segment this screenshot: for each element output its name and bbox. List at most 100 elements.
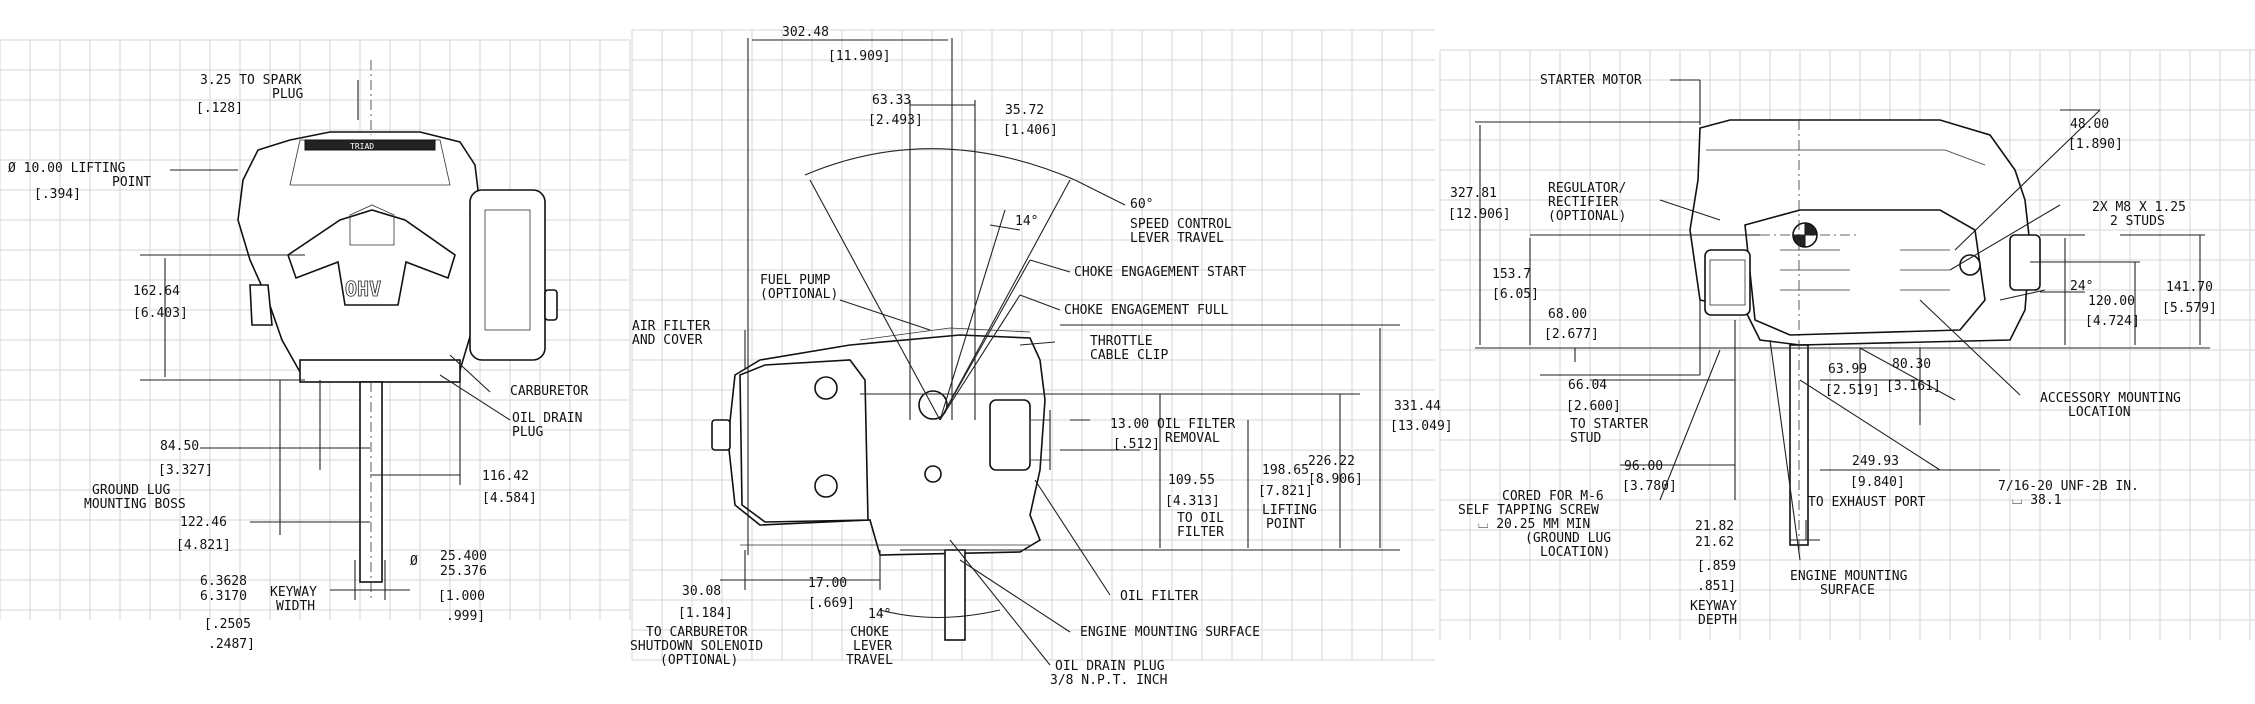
dim-63: 63.99 bbox=[1828, 362, 1867, 377]
throttle-clip-label-2: CABLE CLIP bbox=[1090, 348, 1168, 363]
rear-view: STARTER MOTOR 48.00 [1.890] 327.81 [12.9… bbox=[1448, 73, 2217, 628]
cored-label-3: ⌴ 20.25 MM MIN bbox=[1478, 517, 1590, 532]
dim-122-inch: [4.821] bbox=[176, 538, 231, 553]
dim-48-inch: [1.890] bbox=[2068, 137, 2123, 152]
dim-66: 66.04 bbox=[1568, 378, 1607, 393]
dim-63-inch: [2.493] bbox=[868, 113, 923, 128]
dim-116-inch: [4.584] bbox=[482, 491, 537, 506]
shaft-dia-symbol: Ø bbox=[410, 554, 418, 569]
shaft-dia-min: 25.376 bbox=[440, 564, 487, 579]
air-filter-housing bbox=[469, 189, 546, 361]
dim-109-label-2: FILTER bbox=[1177, 525, 1224, 540]
dim-331: 331.44 bbox=[1394, 399, 1441, 414]
valve-cover bbox=[287, 209, 456, 306]
dim-17-inch: [.669] bbox=[808, 596, 855, 611]
choke-lever-label-2: LEVER bbox=[853, 639, 892, 654]
choke-full-label: CHOKE ENGAGEMENT FULL bbox=[1064, 303, 1229, 318]
side-view: 302.48 [11.909] 63.33 [2.493] 35.72 [1.4… bbox=[630, 25, 1453, 688]
dim-80: 80.30 bbox=[1892, 357, 1931, 372]
dim-30: 30.08 bbox=[682, 584, 721, 599]
thread-label: 7/16-20 UNF-2B IN. bbox=[1998, 479, 2139, 494]
dim-80-inch: [3.161] bbox=[1886, 379, 1941, 394]
air-filter-label: AIR FILTER bbox=[632, 319, 710, 334]
dim-35-inch: [1.406] bbox=[1003, 123, 1058, 138]
dim-120: 120.00 bbox=[2088, 294, 2135, 309]
dim-109-inch: [4.313] bbox=[1165, 494, 1220, 509]
ohv-logo: OHV bbox=[345, 277, 381, 301]
dim-327-inch: [12.906] bbox=[1448, 207, 1511, 222]
oil-filter-removal: 13.00 OIL FILTER bbox=[1110, 417, 1235, 432]
oil-drain-plug-label: OIL DRAIN PLUG bbox=[1055, 659, 1165, 674]
keyway-label: KEYWAY bbox=[270, 585, 317, 600]
studs-label: 2X M8 X 1.25 bbox=[2092, 200, 2186, 215]
cored-label-4: (GROUND LUG bbox=[1525, 531, 1611, 546]
choke-lever-label-3: TRAVEL bbox=[846, 653, 893, 668]
oil-drain-label: OIL DRAIN bbox=[512, 411, 582, 426]
dim-109-label: TO OIL bbox=[1177, 511, 1224, 526]
cored-label-2: SELF TAPPING SCREW bbox=[1458, 503, 1599, 518]
dim-96-inch: [3.780] bbox=[1622, 479, 1677, 494]
choke-start-label: CHOKE ENGAGEMENT START bbox=[1074, 265, 1246, 280]
shaft-dia-max: 25.400 bbox=[440, 549, 487, 564]
dim-120-inch: [4.724] bbox=[2085, 314, 2140, 329]
height-162-dim: 162.64 bbox=[133, 284, 180, 299]
starter-motor bbox=[1704, 249, 1751, 316]
to-carb-label-2: SHUTDOWN SOLENOID bbox=[630, 639, 763, 654]
dim-327: 327.81 bbox=[1450, 186, 1497, 201]
dim-116: 116.42 bbox=[482, 469, 529, 484]
starter-motor-label: STARTER MOTOR bbox=[1540, 73, 1642, 88]
to-carb-label: TO CARBURETOR bbox=[646, 625, 748, 640]
oil-filter bbox=[989, 399, 1031, 471]
throttle-clip-label: THROTTLE bbox=[1090, 334, 1153, 349]
brand-badge bbox=[304, 139, 436, 151]
dim-302-inch: [11.909] bbox=[828, 49, 891, 64]
engine-mounting-rear-label: ENGINE MOUNTING bbox=[1790, 569, 1908, 584]
oil-filter-label: OIL FILTER bbox=[1120, 589, 1198, 604]
speed-control-label-2: LEVER TRAVEL bbox=[1130, 231, 1224, 246]
dim-48: 48.00 bbox=[2070, 117, 2109, 132]
speed-control-arc bbox=[804, 148, 1076, 181]
dim-141: 141.70 bbox=[2166, 280, 2213, 295]
dim-109: 109.55 bbox=[1168, 473, 1215, 488]
keyway-depth-min: 21.62 bbox=[1695, 535, 1734, 550]
keyway-depth-inch-max: [.859 bbox=[1697, 559, 1736, 574]
keyway-depth-label-2: DEPTH bbox=[1698, 613, 1737, 628]
dim-68-inch: [2.677] bbox=[1544, 327, 1599, 342]
dim-249-inch: [9.840] bbox=[1850, 475, 1905, 490]
dim-96: 96.00 bbox=[1624, 459, 1663, 474]
dim-302: 302.48 bbox=[782, 25, 829, 40]
crankshaft-side bbox=[944, 549, 966, 641]
dim-63-inch: [2.519] bbox=[1825, 383, 1880, 398]
lifting-point-label: POINT bbox=[112, 175, 151, 190]
keyway-label-2: WIDTH bbox=[276, 599, 315, 614]
lifting-point-dim: Ø 10.00 LIFTING bbox=[8, 161, 126, 176]
dim-84-inch: [3.327] bbox=[158, 463, 213, 478]
dim-66-inch: [2.600] bbox=[1566, 399, 1621, 414]
dim-122: 122.46 bbox=[180, 515, 227, 530]
ground-lug-label-2: MOUNTING BOSS bbox=[84, 497, 186, 512]
dim-141-inch: [5.579] bbox=[2162, 301, 2217, 316]
accessory-label: ACCESSORY MOUNTING bbox=[2040, 391, 2181, 406]
oil-filter-removal-inch: [.512] bbox=[1113, 437, 1160, 452]
fuel-pump-label-2: (OPTIONAL) bbox=[760, 287, 838, 302]
accessory-label-2: LOCATION bbox=[2068, 405, 2131, 420]
dim-331-inch: [13.049] bbox=[1390, 419, 1453, 434]
speed-control-label: SPEED CONTROL bbox=[1130, 217, 1232, 232]
carburetor-label: CARBURETOR bbox=[510, 384, 588, 399]
brand-badge-text: TRIAD bbox=[350, 142, 374, 151]
choke-lever-angle: 14° bbox=[868, 607, 891, 622]
spark-plug-inch: [.128] bbox=[196, 101, 243, 116]
angle-24: 24° bbox=[2070, 279, 2093, 294]
lifting-point-inch: [.394] bbox=[34, 187, 81, 202]
keyway-inch-max: [.2505 bbox=[204, 617, 251, 632]
angle-14-top: 14° bbox=[1015, 214, 1038, 229]
filter-knob bbox=[814, 376, 838, 400]
fuel-pump-label: FUEL PUMP bbox=[760, 273, 831, 288]
height-162-inch: [6.403] bbox=[133, 306, 188, 321]
dim-30-inch: [1.184] bbox=[678, 606, 733, 621]
ground-lug-label: GROUND LUG bbox=[92, 483, 170, 498]
cylinder-fins bbox=[1744, 209, 1986, 336]
choke-lever-label: CHOKE bbox=[850, 625, 889, 640]
dim-66-label: TO STARTER bbox=[1570, 417, 1648, 432]
